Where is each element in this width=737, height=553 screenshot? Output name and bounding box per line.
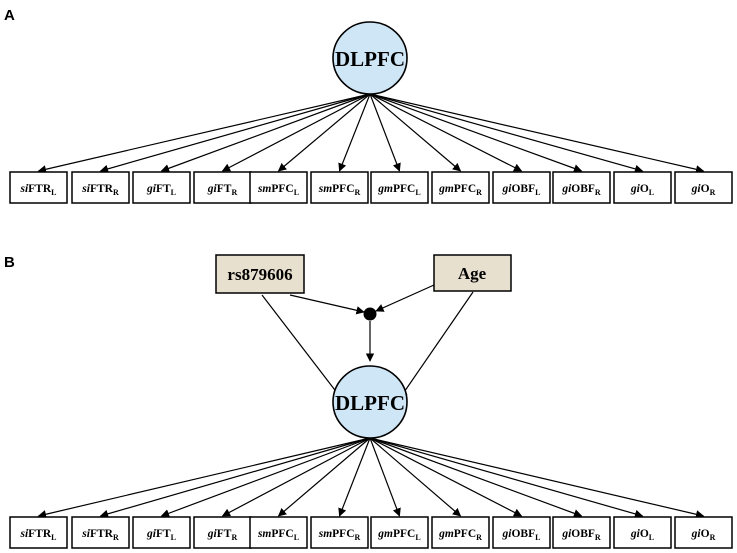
loading-arrow xyxy=(99,437,371,518)
indicator-box xyxy=(431,516,490,549)
age-to-interaction-arrow xyxy=(375,284,435,312)
indicator-label: gmPFCR xyxy=(438,183,482,197)
indicator-box xyxy=(249,171,308,204)
indicator-box xyxy=(552,171,611,204)
loading-arrow xyxy=(160,437,371,518)
loading-arrow xyxy=(277,93,371,172)
panel-a-latent-label: DLPFC xyxy=(335,47,405,71)
loading-arrow xyxy=(37,93,371,174)
loading-arrow xyxy=(369,437,523,517)
indicator-box xyxy=(71,516,130,549)
indicator-box xyxy=(71,171,130,204)
panel-a: A DLPFC siFTRL siFTRR giFTL giFTR smPFCL smPF… xyxy=(4,7,733,204)
indicator-box xyxy=(674,171,733,204)
indicator-label: giOL xyxy=(630,183,654,197)
panel-a-label: A xyxy=(4,7,15,24)
indicator-label: siFTRL xyxy=(19,528,56,542)
indicator-box xyxy=(552,516,611,549)
rs-to-interaction-arrow xyxy=(289,294,365,315)
loading-arrow xyxy=(369,437,705,519)
indicator-label: giOBFL xyxy=(502,183,541,197)
panel-a-loadings xyxy=(37,93,705,174)
indicator-box xyxy=(370,171,429,204)
age-label: Age xyxy=(458,264,487,283)
indicator-label: giOR xyxy=(691,528,716,542)
indicator-label: giOBFR xyxy=(561,183,601,197)
indicator-label: gmPFCL xyxy=(377,528,420,542)
indicator-box xyxy=(492,516,551,549)
rs-to-latent-arrow xyxy=(261,294,342,399)
indicator-label: giFTR xyxy=(207,528,238,542)
loading-arrow xyxy=(338,437,371,517)
indicator-label: gmPFCL xyxy=(377,183,420,197)
indicator-box xyxy=(193,516,252,549)
panel-b-indicators: siFTRL siFTRR giFTL giFTR smPFCL smPFCR gmPFCL… xyxy=(9,516,733,549)
loading-arrow xyxy=(369,93,644,173)
rs879606-box xyxy=(215,254,305,294)
loading-arrow xyxy=(369,437,644,518)
loading-arrow xyxy=(99,93,371,173)
indicator-label: smPFCL xyxy=(257,183,299,197)
indicator-label: giFTR xyxy=(207,183,238,197)
indicator-label: giOBFR xyxy=(561,528,601,542)
loading-arrow xyxy=(369,93,583,173)
loading-arrow xyxy=(221,93,371,172)
indicator-box xyxy=(310,516,369,549)
panel-b-latent-label: DLPFC xyxy=(335,391,405,415)
indicator-label: smPFCR xyxy=(318,183,361,197)
indicator-label: giFTL xyxy=(146,528,176,542)
indicator-label: giOBFL xyxy=(502,528,541,542)
interaction-node xyxy=(363,307,377,321)
age-to-latent-arrow xyxy=(399,291,474,399)
panel-b-covariate-paths xyxy=(261,284,474,399)
indicator-box xyxy=(9,516,68,549)
indicator-box xyxy=(674,516,733,549)
indicator-box xyxy=(492,171,551,204)
indicator-label: siFTRL xyxy=(19,183,56,197)
indicator-box xyxy=(613,171,672,204)
panel-b: B rs879606 Age DLPFC siFTRL siFTRR giFTL gi… xyxy=(4,254,733,549)
loading-arrow xyxy=(369,93,401,172)
panel-b-latent-node xyxy=(332,365,408,439)
indicator-box xyxy=(132,171,191,204)
indicator-box xyxy=(249,516,308,549)
indicator-label: smPFCL xyxy=(257,528,299,542)
indicator-label: siFTRR xyxy=(81,183,119,197)
loading-arrow xyxy=(369,437,583,518)
indicator-label: smPFCR xyxy=(318,528,361,542)
loading-arrow xyxy=(277,437,371,517)
indicator-label: giOL xyxy=(630,528,654,542)
loading-arrow xyxy=(369,93,705,174)
indicator-box xyxy=(310,171,369,204)
indicator-box xyxy=(613,516,672,549)
loading-arrow xyxy=(221,437,371,517)
indicator-label: gmPFCR xyxy=(438,528,482,542)
indicator-box xyxy=(193,171,252,204)
indicator-label: siFTRR xyxy=(81,528,119,542)
age-box xyxy=(433,254,512,292)
rs879606-label: rs879606 xyxy=(227,265,292,284)
panel-a-latent-node xyxy=(332,21,408,95)
loading-arrow xyxy=(160,93,371,173)
panel-a-indicators: siFTRL siFTRR giFTL giFTR smPFCL smPFCR gmPFCL… xyxy=(9,171,733,204)
loading-arrow xyxy=(369,437,462,517)
indicator-label: giOR xyxy=(691,183,716,197)
panel-b-label: B xyxy=(4,254,15,271)
panel-b-loadings xyxy=(37,437,705,519)
indicator-box xyxy=(132,516,191,549)
loading-arrow xyxy=(369,437,401,517)
indicator-box xyxy=(431,171,490,204)
loading-arrow xyxy=(338,93,371,172)
indicator-label: giFTL xyxy=(146,183,176,197)
indicator-box xyxy=(9,171,68,204)
loading-arrow xyxy=(369,93,462,172)
indicator-box xyxy=(370,516,429,549)
loading-arrow xyxy=(369,93,523,172)
loading-arrow xyxy=(37,437,371,519)
